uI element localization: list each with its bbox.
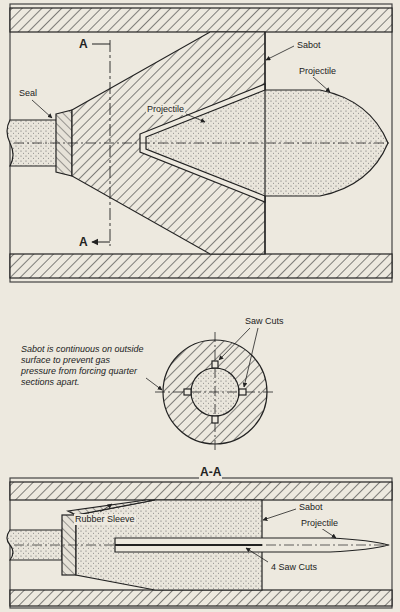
note-text: Sabot is continuous on outside surface t… bbox=[20, 344, 146, 388]
section-letter: A bbox=[78, 236, 89, 249]
part-label: Projectile bbox=[298, 66, 337, 77]
part-label: Sabot bbox=[298, 502, 324, 513]
part-label: Projectile bbox=[146, 104, 185, 115]
part-label: Saw Cuts bbox=[244, 316, 285, 327]
part-label: Sabot bbox=[296, 40, 322, 51]
part-label: Projectile bbox=[300, 518, 339, 529]
part-label: Rubber Sleeve bbox=[74, 514, 136, 525]
part-label: 4 Saw Cuts bbox=[270, 562, 318, 573]
section-title: A-A bbox=[199, 466, 222, 479]
section-letter: A bbox=[78, 38, 89, 51]
seal-label: Seal bbox=[18, 88, 38, 99]
